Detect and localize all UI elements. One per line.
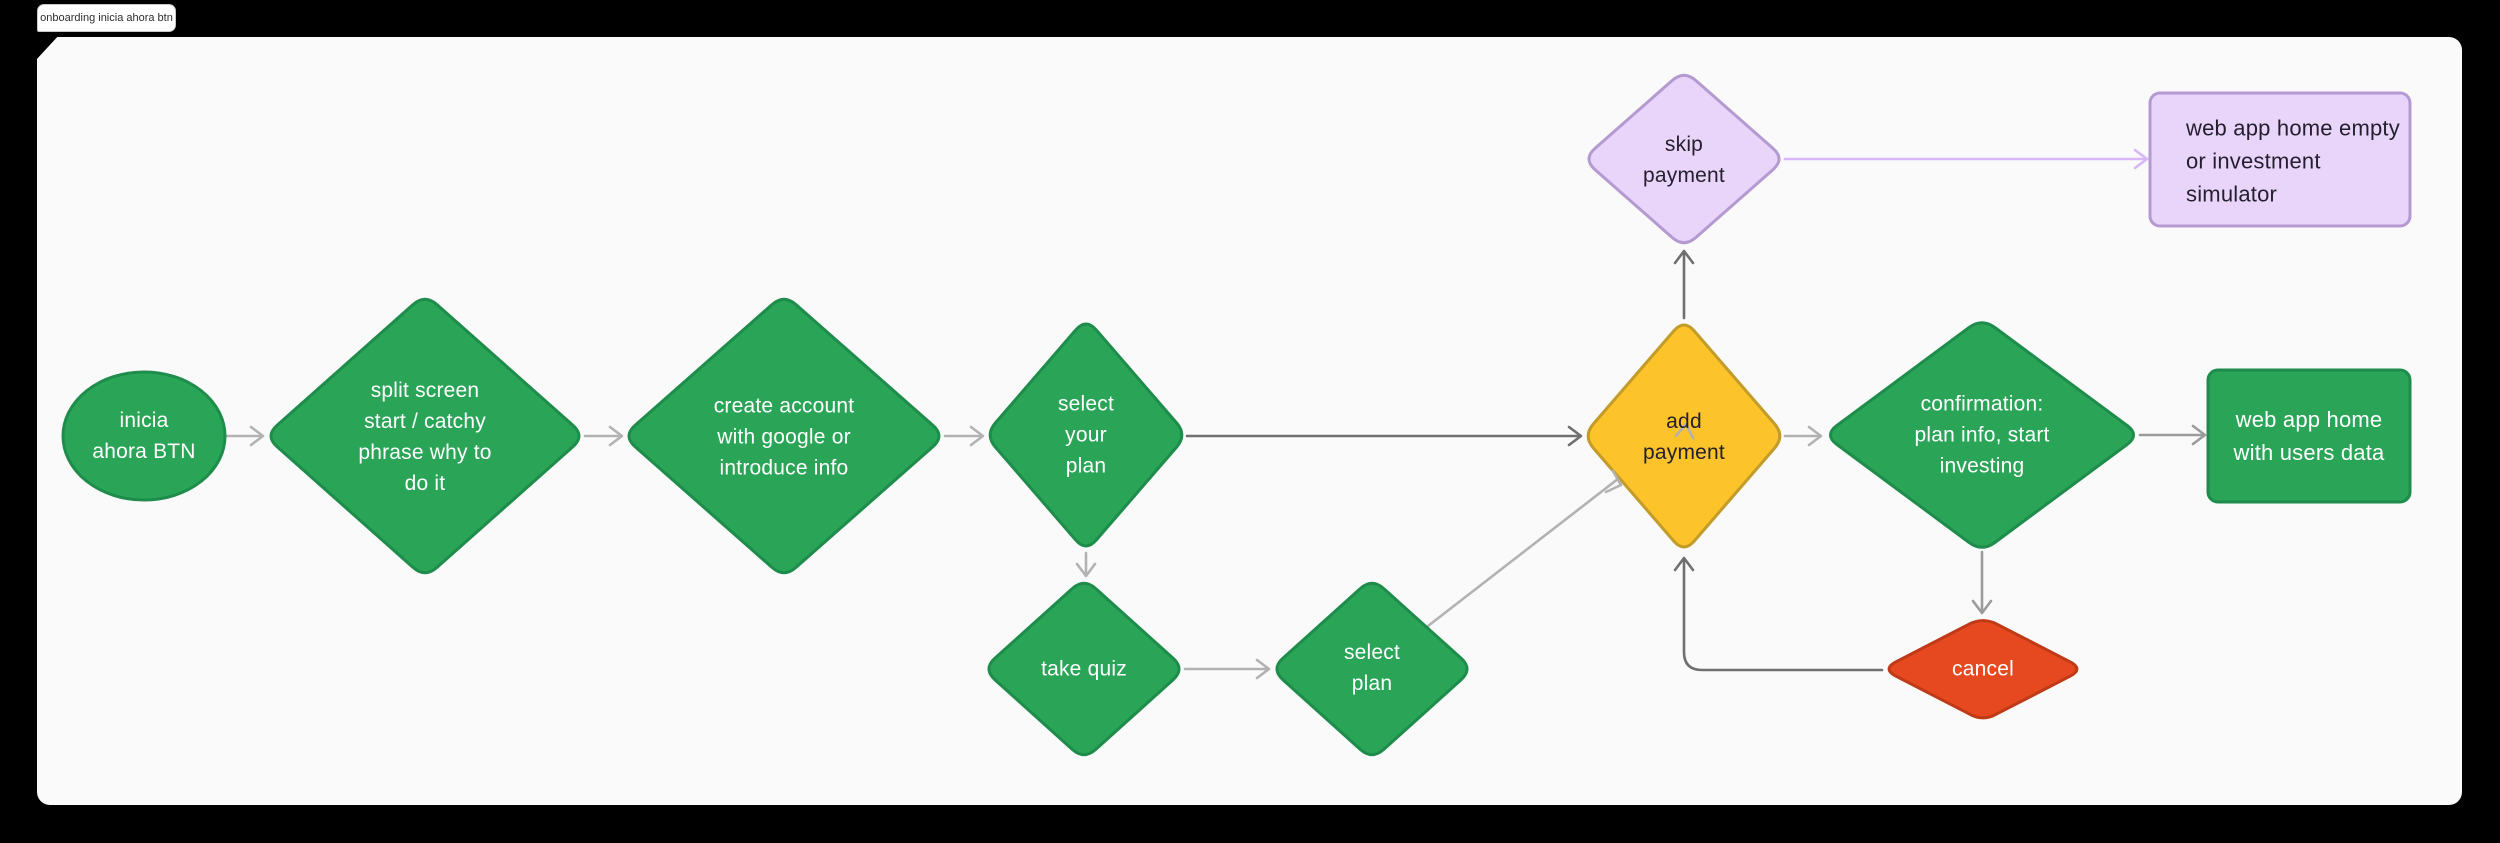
node-take-quiz[interactable] [987, 581, 1181, 757]
label-cancel: cancel [1952, 657, 2014, 681]
arrowhead-icon [1075, 562, 1097, 578]
node-add-payment[interactable] [1586, 323, 1782, 549]
arrowhead-icon [1807, 425, 1823, 447]
label-create-account: create account with google or introduce … [713, 394, 855, 480]
arrowhead-icon [2191, 424, 2207, 446]
node-skip-payment[interactable] [1587, 73, 1781, 245]
node-web-app-home-users-data[interactable] [2206, 368, 2412, 504]
node-inicia-ahora-btn[interactable] [61, 370, 227, 502]
node-select-plan[interactable] [1275, 581, 1469, 757]
node-confirmation[interactable] [1828, 321, 2136, 549]
label-select-your-plan: select your plan [1057, 392, 1115, 478]
arrowhead-icon [1255, 658, 1271, 680]
label-skip-payment: skip payment [1643, 133, 1725, 187]
frame-canvas[interactable] [37, 37, 2462, 805]
label-inicia-ahora-btn: inicia ahora BTN [92, 409, 196, 463]
node-split-screen[interactable] [269, 297, 581, 575]
label-take-quiz: take quiz [1041, 657, 1127, 681]
arrowhead-icon [1604, 469, 1623, 494]
arrowhead-icon [2133, 148, 2149, 170]
arrowhead-icon [1673, 556, 1695, 572]
arrowhead-icon [249, 425, 265, 447]
arrowhead-icon [608, 425, 624, 447]
node-cancel[interactable] [1887, 619, 2079, 720]
label-select-plan: select plan [1343, 641, 1401, 695]
arrowhead-icon [1674, 422, 1695, 440]
label-web-app-home-users-data: web app home with users data [2233, 407, 2385, 465]
node-select-your-plan[interactable] [988, 322, 1184, 548]
arrowhead-icon [1673, 249, 1695, 265]
label-web-app-home-empty: web app home empty or investment simulat… [2186, 115, 2400, 207]
arrowhead-icon [969, 425, 985, 447]
node-web-app-home-empty[interactable] [2148, 91, 2412, 228]
label-confirmation: confirmation: plan info, start investing [1914, 392, 2050, 478]
edge-cancel-to-add-payment[interactable] [1682, 559, 1884, 672]
arrowhead-icon [1567, 425, 1583, 447]
node-create-account[interactable] [627, 297, 941, 575]
frame-label-notch [36, 34, 60, 60]
label-add-payment: add payment [1643, 410, 1725, 464]
frame-label[interactable]: onboarding inicia ahora btn [37, 4, 176, 32]
label-split-screen: split screen start / catchy phrase why t… [358, 379, 492, 495]
arrowhead-icon [1971, 599, 1993, 615]
